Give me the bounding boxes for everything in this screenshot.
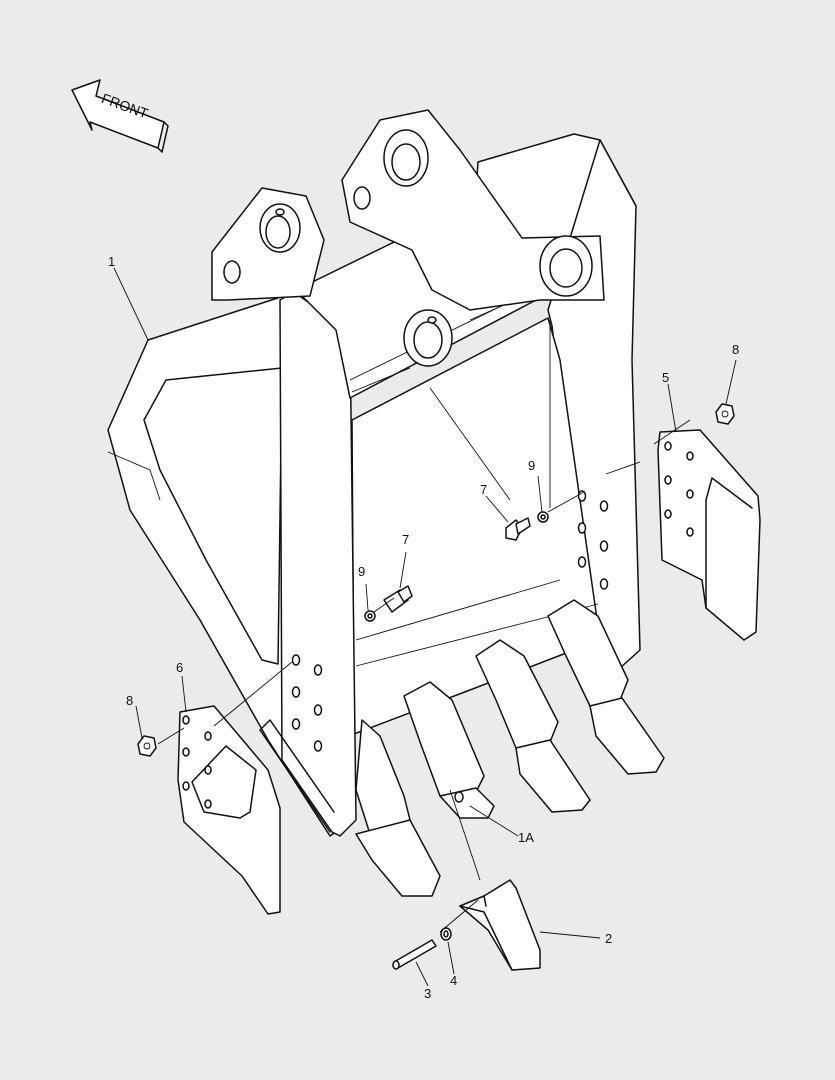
front-arrow: FRONT <box>71 79 169 153</box>
tooth-pin-3 <box>392 939 437 970</box>
tooth-part-2 <box>459 879 541 971</box>
left-bolt-holes <box>291 654 323 752</box>
callout-1: 1 <box>108 254 115 269</box>
callout-9-top: 9 <box>528 458 535 473</box>
callout-2: 2 <box>605 931 612 946</box>
nut-8-left <box>137 735 157 757</box>
callout-5: 5 <box>662 370 669 385</box>
callout-8-left: 8 <box>126 693 133 708</box>
callout-7-left: 7 <box>402 532 409 547</box>
callout-3: 3 <box>424 986 431 1001</box>
callouts: 1 1A 2 3 4 5 6 7 7 8 8 9 9 <box>108 254 739 1001</box>
leader-lines <box>113 267 737 987</box>
side-cutter-left <box>177 705 281 915</box>
bucket-teeth <box>355 599 665 897</box>
nut-8-right <box>715 403 735 425</box>
callout-1a: 1A <box>518 830 534 845</box>
bucket-body <box>107 109 641 837</box>
bolt-7-left <box>383 585 413 613</box>
side-cutter-right <box>657 429 761 641</box>
callout-8-right: 8 <box>732 342 739 357</box>
callout-7-top: 7 <box>480 482 487 497</box>
callout-4: 4 <box>450 973 457 988</box>
washer-9-left <box>364 610 376 622</box>
callout-9-left: 9 <box>358 564 365 579</box>
bolt-7-upper <box>505 517 531 541</box>
callout-6: 6 <box>176 660 183 675</box>
right-bolt-holes <box>577 490 609 590</box>
washer-9-upper <box>537 511 549 523</box>
washer-4 <box>440 927 452 941</box>
